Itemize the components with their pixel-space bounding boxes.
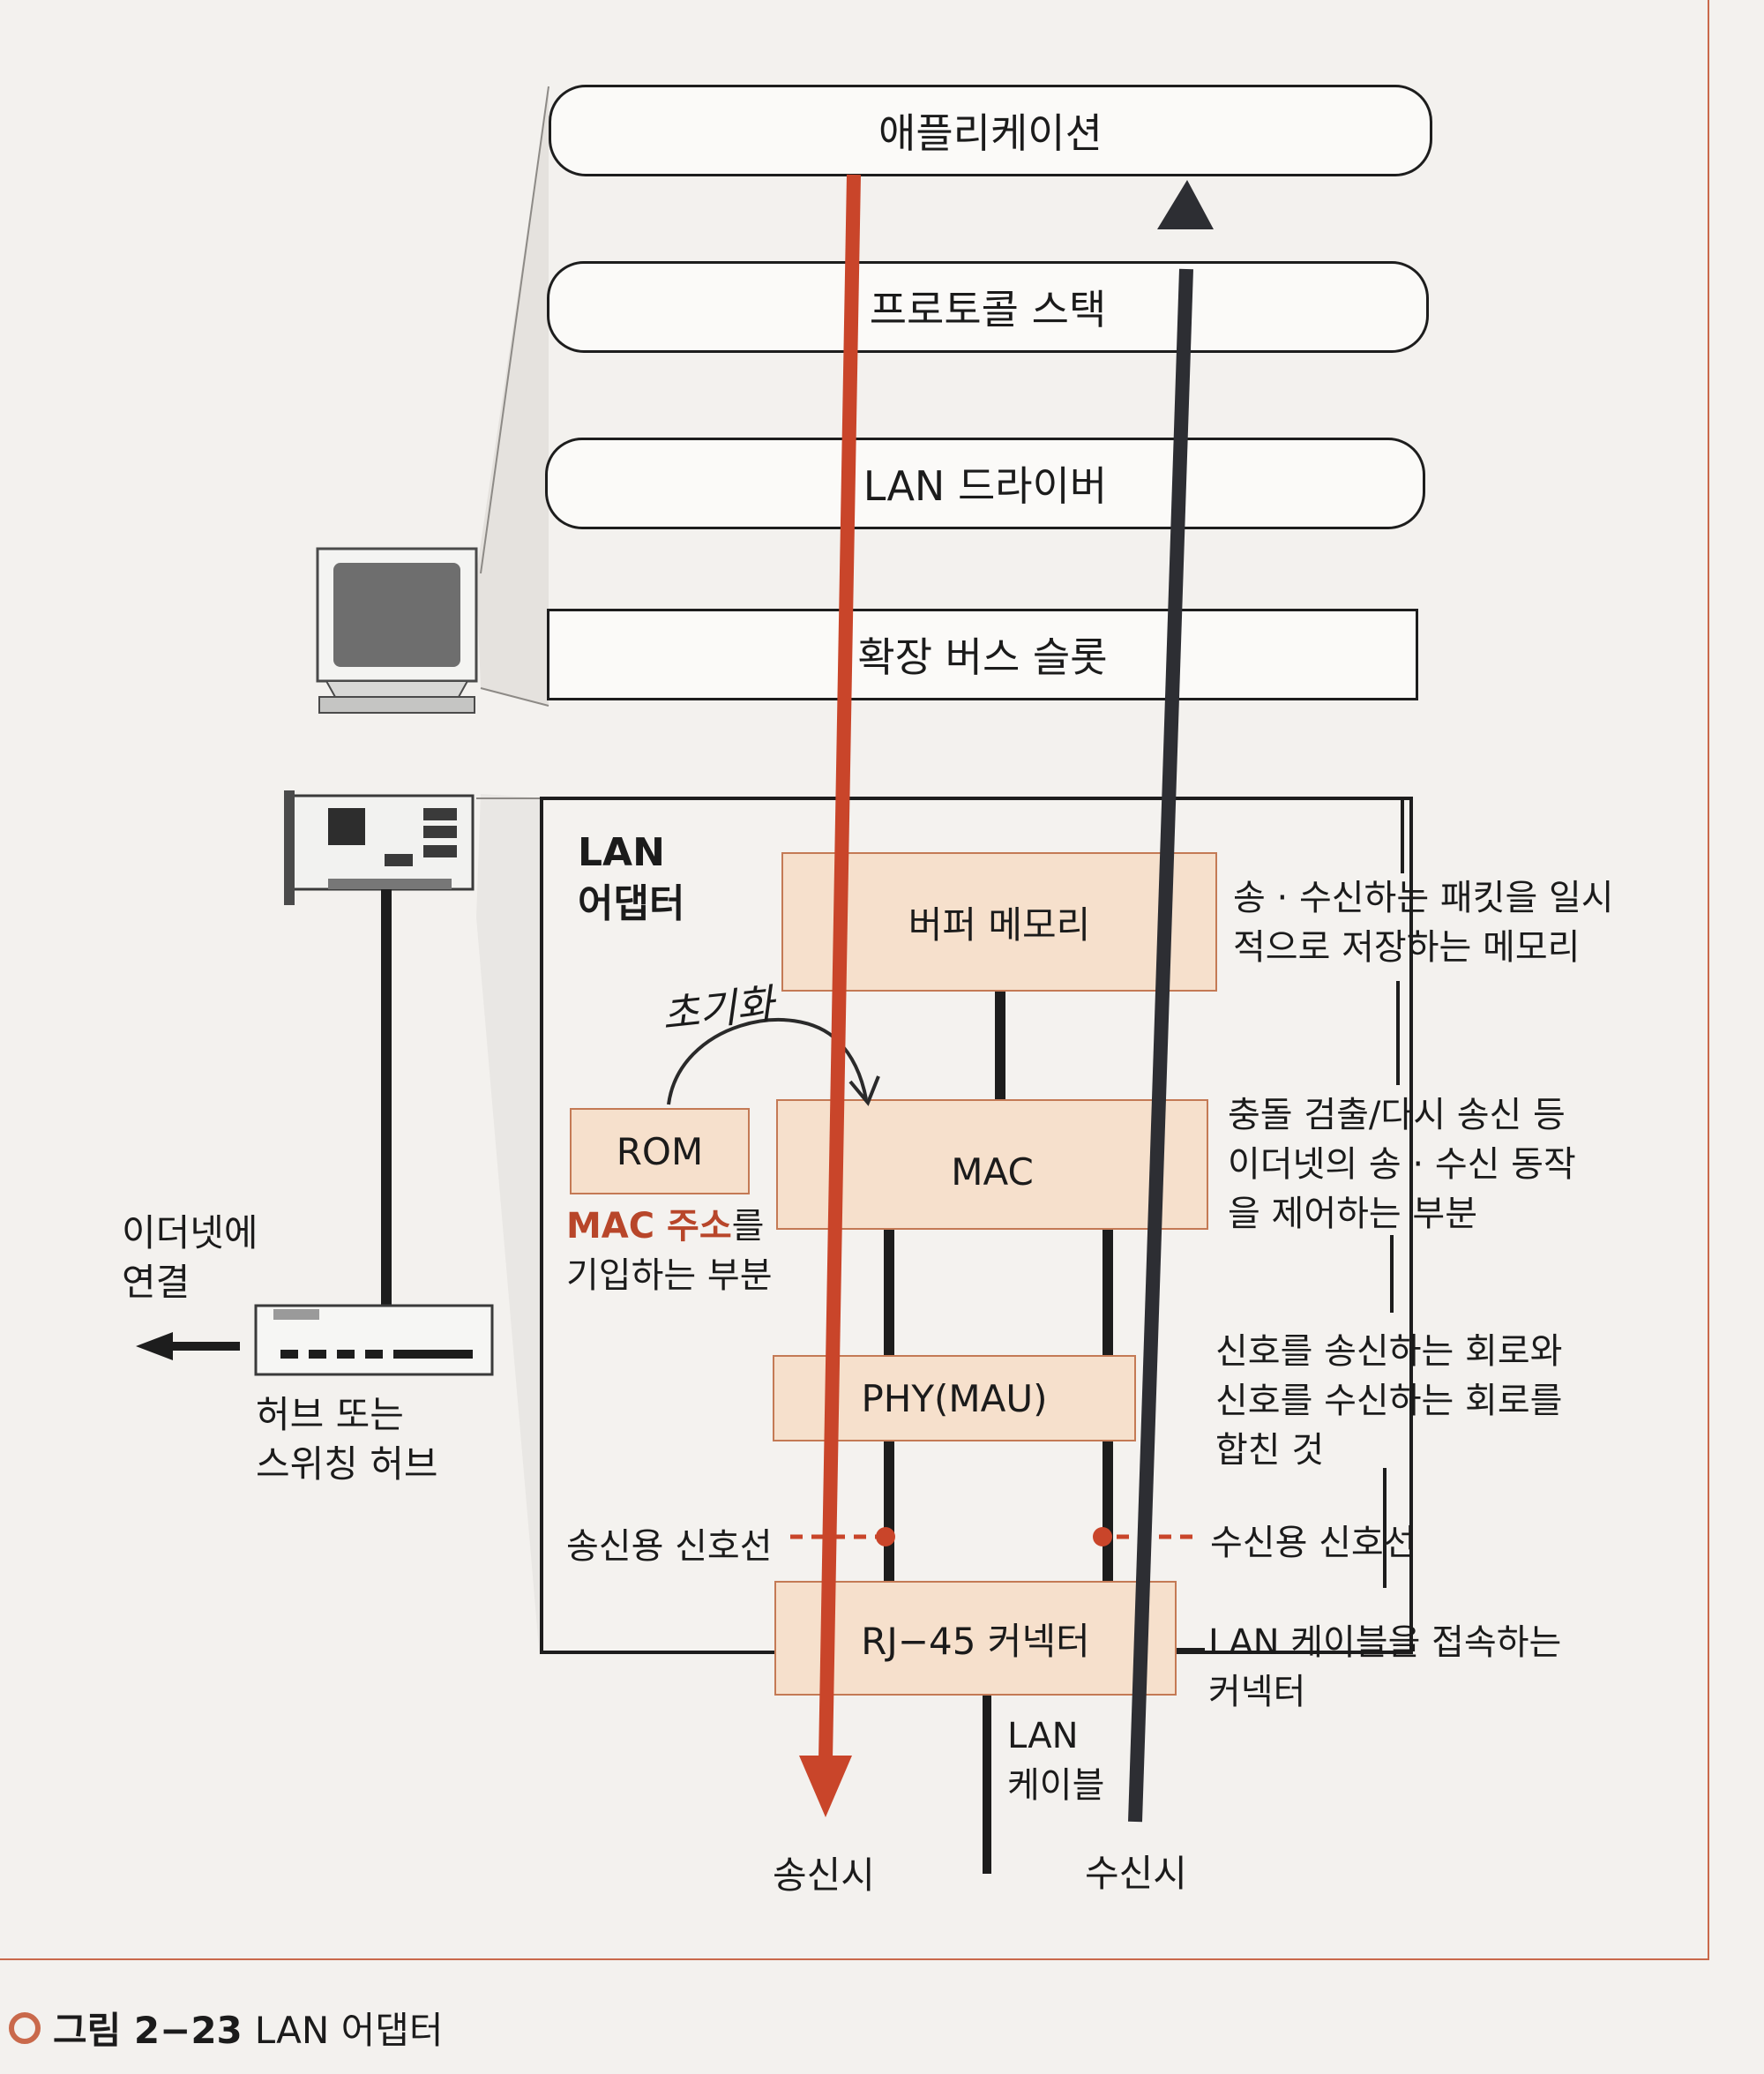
- phy-note-line3: 합친 것: [1215, 1430, 1325, 1471]
- monitor-icon: [316, 547, 478, 714]
- hub-label-line2: 스위칭 허브: [256, 1442, 438, 1486]
- layer-lan-driver: LAN 드라이버: [545, 438, 1425, 529]
- hub-icon: [254, 1304, 494, 1376]
- rom-block: ROM: [570, 1108, 750, 1194]
- send-direction-label: 송신시: [773, 1853, 875, 1897]
- layer-expansion-slot-label: 확장 버스 슬롯: [857, 633, 1108, 681]
- layer-protocol-stack: 프로토콜 스택: [547, 261, 1429, 353]
- ethernet-connect-line2: 연결: [122, 1261, 191, 1304]
- receive-arrow-head: [1157, 180, 1214, 229]
- rom-note-mac-address: MAC 주소: [566, 1206, 732, 1247]
- rom-note-line1-rest: 를: [731, 1206, 765, 1247]
- layer-expansion-slot: 확장 버스 슬롯: [547, 609, 1418, 700]
- mac-block: MAC: [776, 1099, 1208, 1230]
- buffer-note-line1: 송 · 수신하는 패킷을 일시: [1233, 878, 1614, 918]
- hub-label-line1: 허브 또는: [256, 1393, 404, 1436]
- nic-card-icon: [284, 790, 475, 905]
- receive-direction-label: 수신시: [1085, 1852, 1187, 1895]
- lan-adapter-label: LAN 어댑터: [578, 827, 684, 930]
- layer-protocol-stack-label: 프로토콜 스택: [869, 286, 1107, 333]
- rom-note-line2: 기입하는 부분: [566, 1255, 773, 1296]
- rx-signal-label: 수신용 신호선: [1210, 1523, 1416, 1563]
- phy-note-line2: 신호를 수신하는 회로를: [1215, 1381, 1563, 1421]
- send-arrow-head: [799, 1756, 852, 1817]
- rom-label: ROM: [616, 1129, 704, 1173]
- lan-cable-label: LAN 케이블: [1007, 1711, 1104, 1810]
- lan-adapter-label-line1: LAN: [578, 830, 665, 875]
- layer-application: 애플리케이션: [549, 85, 1432, 176]
- rj45-note: LAN 케이블을 접속하는 커넥터: [1208, 1618, 1561, 1717]
- caption-title: LAN 어댑터: [254, 2009, 444, 2052]
- lan-adapter-label-line2: 어댑터: [578, 881, 685, 926]
- figure-caption: 그림 2−23 LAN 어댑터: [9, 2001, 444, 2055]
- page-frame: [0, 0, 1709, 1960]
- buffer-note: 송 · 수신하는 패킷을 일시 적으로 저장하는 메모리: [1233, 873, 1614, 972]
- rj45-note-line2: 커넥터: [1208, 1672, 1306, 1712]
- ethernet-connect-label: 이더넷에 연결: [122, 1209, 258, 1307]
- caption-home-icon: [9, 2011, 41, 2044]
- rj45-note-line1: LAN 케이블을 접속하는: [1208, 1622, 1562, 1663]
- rj45-label: RJ−45 커넥터: [861, 1619, 1090, 1663]
- lan-cable-label-line1: LAN: [1007, 1716, 1079, 1756]
- send-arrow-shaft: [818, 174, 861, 1761]
- mac-note-line3: 을 제어하는 부분: [1228, 1194, 1478, 1234]
- phy-note: 신호를 송신하는 회로와 신호를 수신하는 회로를 합친 것: [1215, 1327, 1562, 1475]
- tx-signal-label: 송신용 신호선: [566, 1526, 773, 1567]
- caption-figure-number: 그림 2−23: [53, 2009, 243, 2052]
- hub-label: 허브 또는 스위칭 허브: [256, 1390, 438, 1489]
- receive-arrow-shaft: [1128, 268, 1193, 1823]
- layer-lan-driver-label: LAN 드라이버: [863, 462, 1108, 510]
- phy-note-line1: 신호를 송신하는 회로와: [1215, 1331, 1563, 1372]
- ethernet-arrow-head: [136, 1332, 173, 1360]
- phy-label: PHY(MAU): [861, 1376, 1048, 1420]
- ethernet-connect-line1: 이더넷에: [122, 1211, 258, 1254]
- mac-label: MAC: [951, 1149, 1034, 1194]
- rj45-block: RJ−45 커넥터: [774, 1581, 1177, 1696]
- rom-note: MAC 주소를 기입하는 부분: [566, 1202, 773, 1300]
- mac-note: 충돌 검출/다시 송신 등 이더넷의 송 · 수신 동작 을 제어하는 부분: [1228, 1090, 1576, 1239]
- buffer-note-line2: 적으로 저장하는 메모리: [1233, 927, 1581, 968]
- buffer-memory-label: 버퍼 메모리: [908, 902, 1091, 947]
- mac-note-line2: 이더넷의 송 · 수신 동작: [1228, 1144, 1576, 1185]
- buffer-memory-block: 버퍼 메모리: [781, 852, 1217, 992]
- layer-application-label: 애플리케이션: [878, 109, 1102, 157]
- mac-note-line1: 충돌 검출/다시 송신 등: [1228, 1095, 1566, 1135]
- lan-cable-label-line2: 케이블: [1007, 1765, 1105, 1806]
